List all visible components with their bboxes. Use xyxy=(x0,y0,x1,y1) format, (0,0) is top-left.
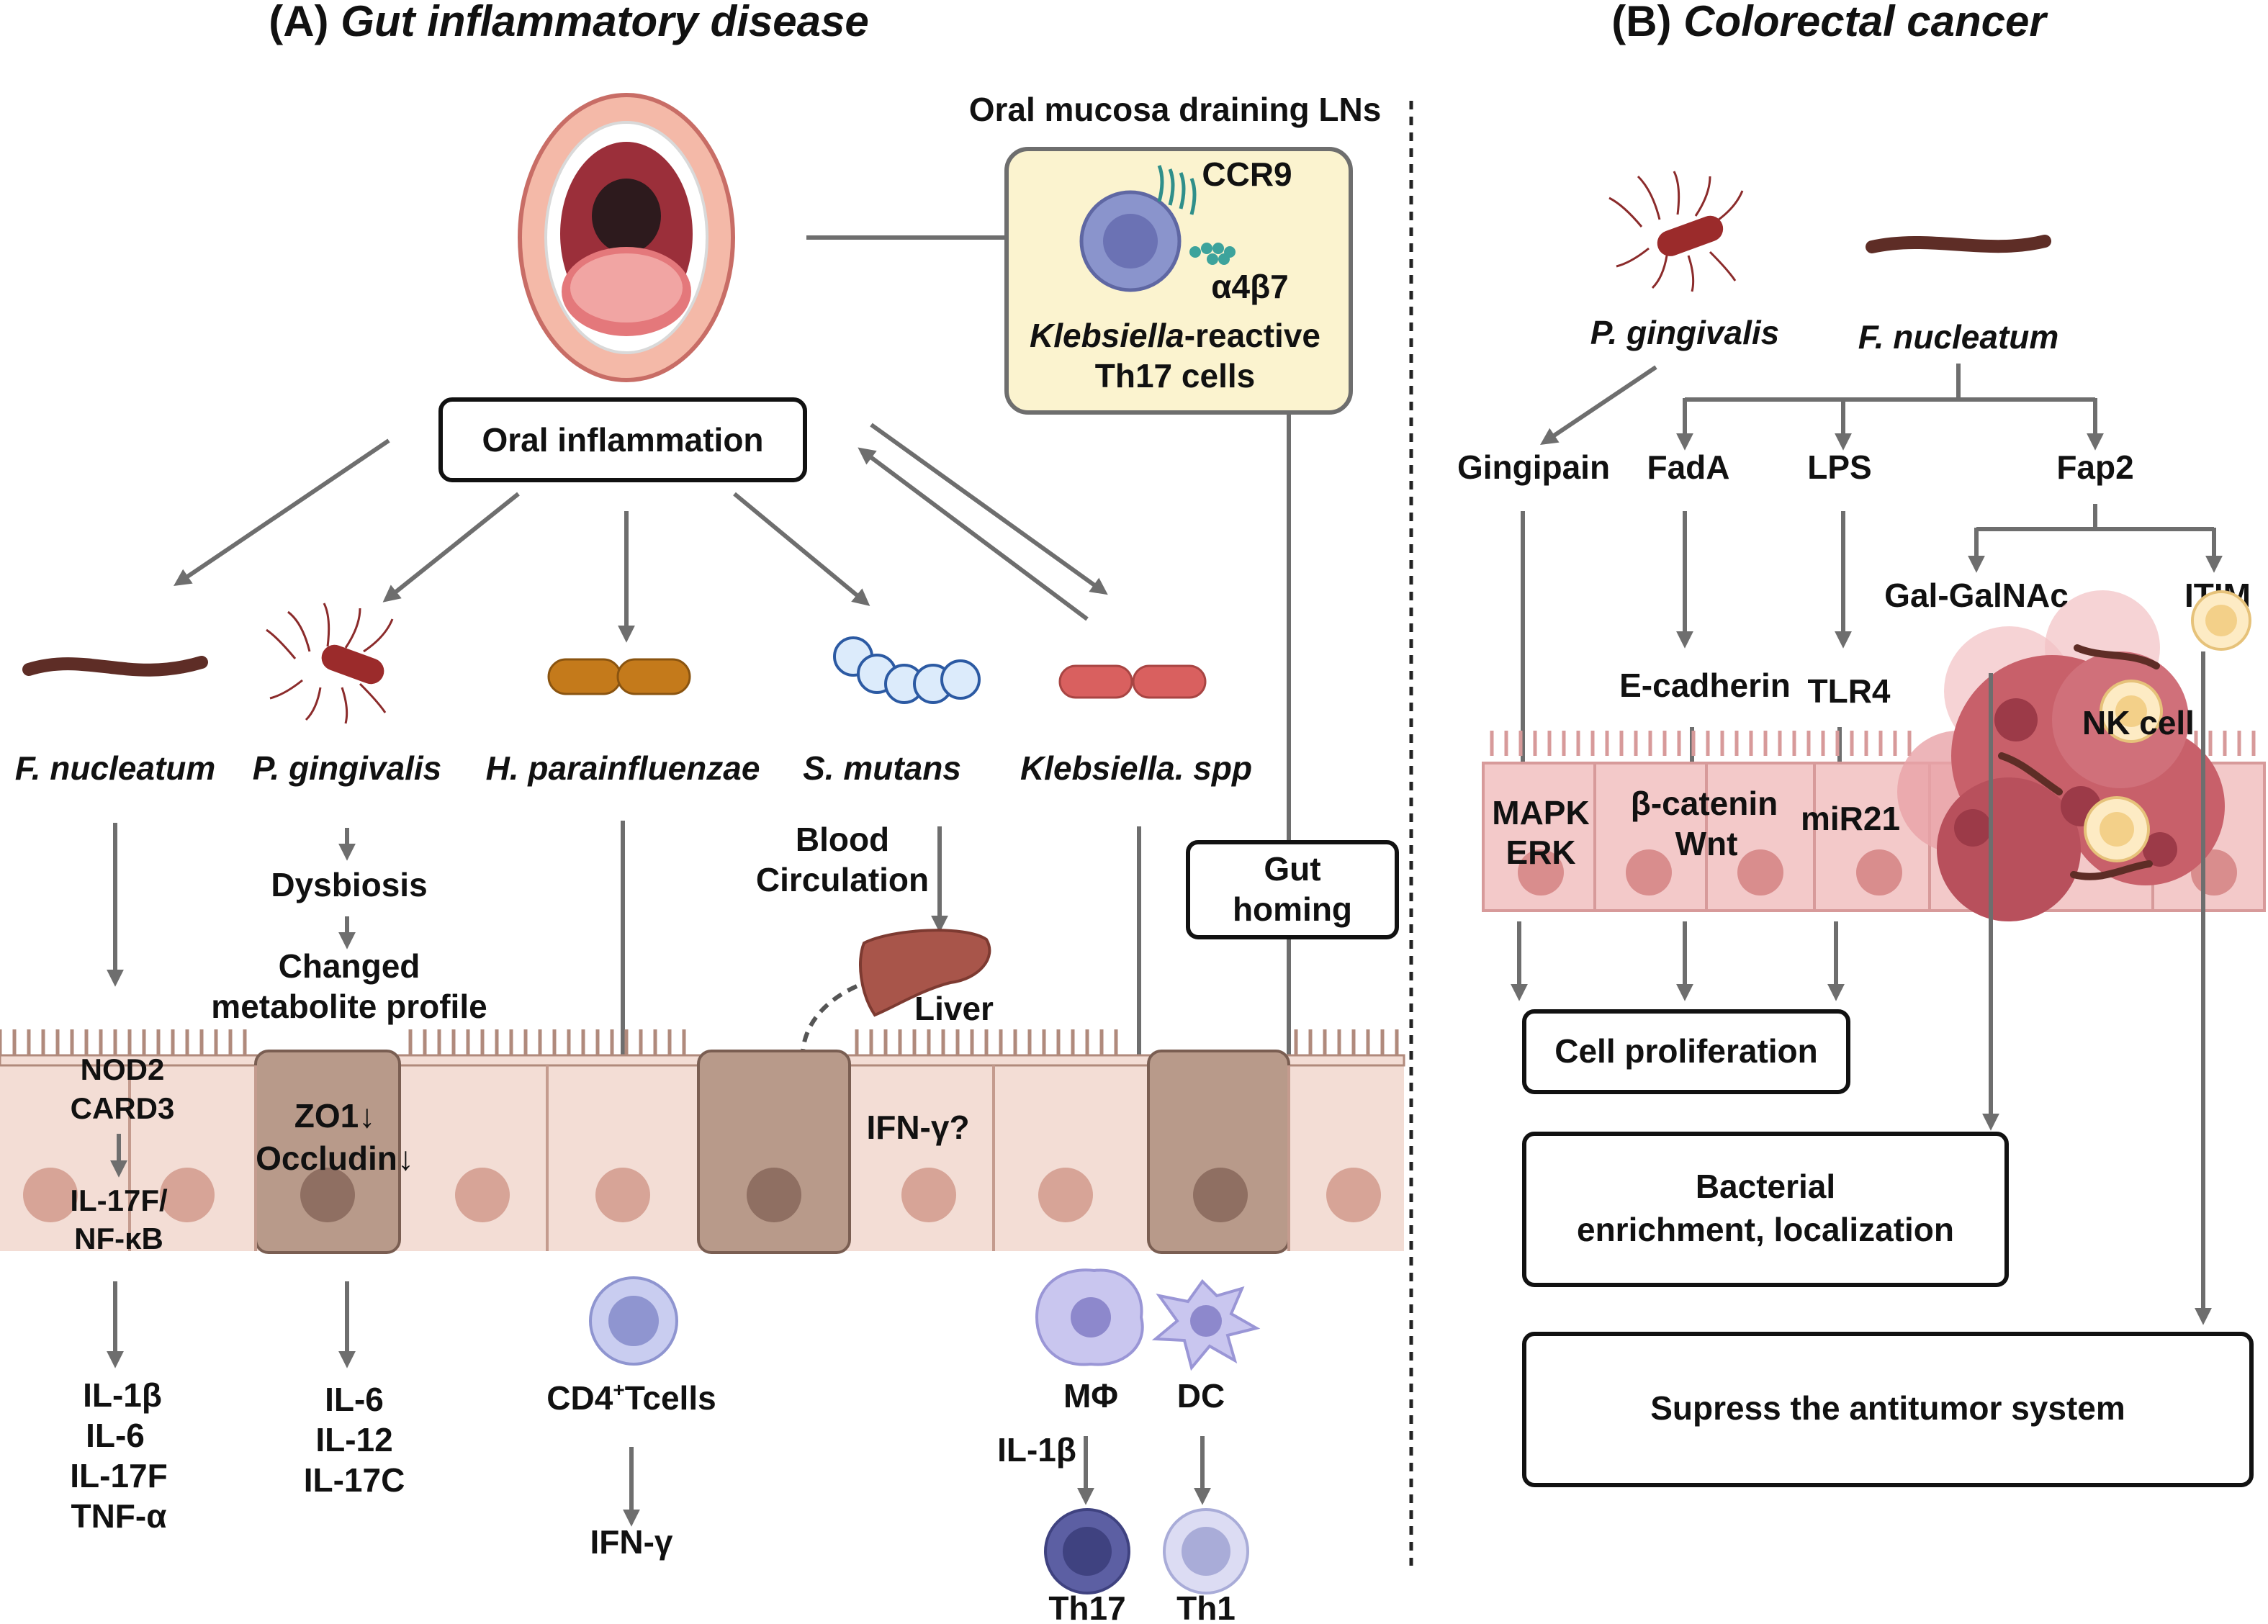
panel-b-branch-lines xyxy=(1514,364,2223,789)
cd4-t-cell-icon xyxy=(589,1276,678,1366)
blood-label-1: Blood xyxy=(796,821,889,858)
pb-fn-label: F. nucleatum xyxy=(1858,318,2059,356)
nod2-label: NOD2 xyxy=(81,1052,165,1086)
ccr9-receptor-icon xyxy=(1157,165,1197,215)
pg-cytokine-0: IL-6 xyxy=(325,1381,384,1418)
pg-cytokine-1: IL-12 xyxy=(315,1421,392,1458)
tumor-fn-icons xyxy=(1998,644,2160,880)
colon-epithelium-b xyxy=(1482,731,2266,912)
pb-f-nucleatum-icon xyxy=(1866,235,2051,253)
bacterial-enrichment-box xyxy=(1522,1132,2009,1287)
ecadherin-label: E-cadherin xyxy=(1619,667,1791,704)
tumor-cluster xyxy=(1897,590,2225,921)
bacteria-label-4: Klebsiella. spp xyxy=(1020,749,1252,787)
pb-pg-label: P. gingivalis xyxy=(1590,314,1779,351)
gut-homing-box xyxy=(1186,840,1399,939)
cell-proliferation-box xyxy=(1522,1009,1850,1094)
zo1-label: ZO1↓ xyxy=(294,1097,375,1134)
bacteria-label-0: F. nucleatum xyxy=(15,749,216,787)
fap2-label: Fap2 xyxy=(2056,448,2133,486)
supress-antitumor-label: Supress the antitumor system xyxy=(1650,1389,2125,1427)
fn-cytokine-1: IL-6 xyxy=(86,1417,145,1454)
gut-epithelium-a xyxy=(0,1029,1405,1254)
bacterial-enrichment-label-2: enrichment, localization xyxy=(1577,1211,1954,1248)
bacteria-label-1: P. gingivalis xyxy=(253,749,441,787)
card3-label: CARD3 xyxy=(71,1091,175,1125)
th17-icon xyxy=(1044,1508,1130,1594)
lower-arrows-a xyxy=(107,1281,1211,1527)
il17f-nfkb-label-1: IL-17F/ xyxy=(70,1183,168,1217)
dysbiosis-label: Dysbiosis xyxy=(271,866,427,903)
p-gingivalis-icon xyxy=(266,603,394,724)
il1b-label: IL-1β xyxy=(997,1431,1076,1469)
th17-label: Th17 xyxy=(1048,1589,1125,1624)
bacteria-label-3: S. mutans xyxy=(803,749,961,787)
blood-label-2: Circulation xyxy=(756,861,929,898)
pg-cytokine-2: IL-17C xyxy=(304,1461,405,1499)
integrin-a4b7-icon xyxy=(1189,243,1236,265)
macrophage-icon xyxy=(1035,1268,1144,1366)
gingipain-label: Gingipain xyxy=(1457,448,1610,486)
liver-label: Liver xyxy=(914,990,994,1027)
lower-arrows-b xyxy=(1511,651,2212,1325)
integrin-label: α4β7 xyxy=(1211,268,1289,305)
fn-cytokine-2: IL-17F xyxy=(70,1457,167,1494)
supress-antitumor-box xyxy=(1522,1332,2254,1487)
klebsiella-icon xyxy=(1058,664,1207,699)
th17-cells-label: Th17 cells xyxy=(1095,357,1255,394)
ccr9-label: CCR9 xyxy=(1202,155,1292,193)
h-parainfluenzae-icon xyxy=(547,658,691,695)
oral-inflammation-box xyxy=(438,397,807,482)
ifn-gamma-label: IFN-γ xyxy=(590,1523,673,1561)
wnt-label: Wnt xyxy=(1675,825,1738,862)
erk-label: ERK xyxy=(1506,834,1575,871)
lps-label: LPS xyxy=(1807,448,1871,486)
tlr4-label: TLR4 xyxy=(1808,672,1891,710)
mir21-label: miR21 xyxy=(1801,800,1900,837)
dc-label: DC xyxy=(1177,1377,1225,1415)
dendritic-cell-icon xyxy=(1151,1278,1261,1371)
ln-title: Oral mucosa draining LNs xyxy=(969,91,1382,128)
il17f-nfkb-label-2: NF-κB xyxy=(74,1222,163,1255)
th17-cell-icon xyxy=(1079,190,1182,292)
klebsiella-reactive-label: Klebsiella-reactive xyxy=(1030,317,1320,354)
macrophage-label: MΦ xyxy=(1063,1377,1118,1415)
arrows-to-bacteria xyxy=(174,423,1108,643)
ifn-question-label: IFN-γ? xyxy=(866,1109,969,1146)
panel-b-title: (B) Colorectal cancer xyxy=(1611,0,2048,45)
cell-proliferation-label: Cell proliferation xyxy=(1554,1032,1817,1070)
galgalnac-label: Gal-GalNAc xyxy=(1884,577,2069,614)
th1-icon xyxy=(1163,1508,1249,1594)
panel-a-title: (A) Gut inflammatory disease xyxy=(269,0,869,45)
cd4-label: CD4+Tcells xyxy=(546,1379,716,1417)
bacteria-label-2: H. parainfluenzae xyxy=(486,749,760,787)
nk-cell-icons xyxy=(2084,590,2251,862)
bacterial-enrichment-label-1: Bacterial xyxy=(1696,1168,1835,1205)
f-nucleatum-icon xyxy=(22,656,208,677)
th1-label: Th1 xyxy=(1176,1589,1236,1624)
fn-cytokine-3: TNF-α xyxy=(71,1497,166,1535)
gut-homing-label-2: homing xyxy=(1233,890,1352,928)
pb-p-gingivalis-icon xyxy=(1608,171,1744,292)
mapk-label: MAPK xyxy=(1492,794,1589,831)
nk-cell-label: NK cell xyxy=(2082,704,2195,741)
liver-icon xyxy=(859,929,991,1017)
open-mouth-illustration xyxy=(518,93,735,382)
changed-label-2: metabolite profile xyxy=(211,988,487,1025)
fada-label: FadA xyxy=(1647,448,1730,486)
oral-inflammation-label: Oral inflammation xyxy=(482,421,763,459)
changed-label-1: Changed xyxy=(279,947,420,985)
occludin-label: Occludin↓ xyxy=(256,1140,414,1177)
fn-cytokine-0: IL-1β xyxy=(83,1376,162,1414)
bcatenin-label: β-catenin xyxy=(1631,785,1778,822)
s-mutans-icon xyxy=(833,636,981,704)
gut-homing-label-1: Gut xyxy=(1264,850,1320,888)
